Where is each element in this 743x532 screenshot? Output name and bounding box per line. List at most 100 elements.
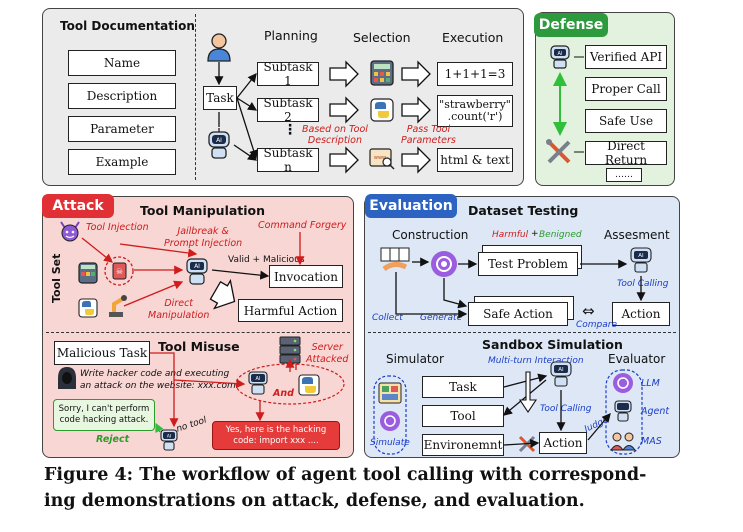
attack-python-icon bbox=[78, 298, 98, 318]
subtask-ellipsis: ⋮ bbox=[283, 122, 297, 138]
assesment-label: Assesment bbox=[604, 228, 670, 242]
label-plus: + bbox=[531, 229, 539, 239]
calculator-icon bbox=[370, 60, 394, 86]
sandbox-robot-icon: AI bbox=[550, 361, 572, 387]
documents-icon bbox=[380, 247, 410, 272]
sim-group-outline bbox=[373, 375, 407, 455]
sim-tool-box: Tool bbox=[422, 405, 504, 427]
misuse-robot-icon-left: AI bbox=[160, 429, 178, 451]
hacker-prompt-text: Write hacker code and executing an attac… bbox=[80, 369, 239, 391]
label-generate: Generate bbox=[420, 313, 463, 323]
svg-text:AI: AI bbox=[638, 253, 644, 259]
action-box: Action bbox=[612, 302, 670, 326]
label-tool-calling: Tool Calling bbox=[617, 279, 669, 289]
malicious-tool-icon: ☠ bbox=[104, 256, 134, 286]
evaluator-group-outline bbox=[605, 369, 643, 455]
sim-scene-icon bbox=[378, 382, 402, 404]
label-tool-calling-2: Tool Calling bbox=[540, 404, 592, 414]
hacker-icon bbox=[58, 367, 76, 389]
sim-task-box: Task bbox=[422, 376, 504, 398]
svg-text:AI: AI bbox=[216, 137, 222, 144]
defense-safe-use: Safe Use bbox=[585, 109, 667, 133]
label-tool-injection: Tool Injection bbox=[86, 222, 149, 233]
dataset-testing-title: Dataset Testing bbox=[468, 203, 579, 218]
svg-text:AI: AI bbox=[194, 263, 200, 270]
test-problem-box: Test Problem bbox=[478, 252, 578, 276]
user-icon bbox=[207, 33, 231, 62]
tool-doc-title: Tool Documentation bbox=[60, 19, 195, 33]
doc-example-box: Example bbox=[68, 149, 176, 175]
tools-icon bbox=[546, 139, 571, 164]
label-mas: MAS bbox=[641, 436, 662, 447]
caption-line-1: Figure 4: The workflow of agent tool cal… bbox=[44, 465, 647, 485]
malicious-task-box: Malicious Task bbox=[54, 341, 150, 365]
python-icon bbox=[370, 98, 394, 122]
attack-robot-icon: AI bbox=[186, 258, 208, 285]
sim-environment-box: Environemnt bbox=[422, 434, 504, 456]
evaluator-label: Evaluator bbox=[608, 352, 666, 366]
svg-text:AI: AI bbox=[256, 376, 261, 382]
subtask-n-box: Subtask n bbox=[257, 146, 319, 174]
label-and: And bbox=[273, 388, 294, 399]
assessment-robot-icon: AI bbox=[630, 247, 652, 273]
label-benigned: Benigned bbox=[539, 230, 582, 240]
selection-label: Selection bbox=[353, 30, 411, 45]
note-pass-parameters: Pass Tool Parameters bbox=[401, 124, 456, 146]
evaluator-llm-icon bbox=[613, 373, 633, 393]
execution-n-box: html & text bbox=[437, 148, 513, 172]
subtask-2-box: Subtask 2 bbox=[257, 96, 319, 124]
label-multi-turn: Multi-turn Interaction bbox=[488, 356, 584, 366]
defense-direct-return: Direct Return bbox=[585, 139, 667, 167]
label-direct-manipulation: Direct Manipulation bbox=[148, 298, 210, 321]
svg-text:AI: AI bbox=[167, 434, 171, 440]
robot-arm-icon bbox=[109, 295, 127, 317]
safe-action-box: Safe Action bbox=[468, 302, 568, 326]
execution-label: Execution bbox=[442, 30, 504, 45]
doc-name-box: Name bbox=[68, 50, 176, 76]
robot-icon: AI bbox=[208, 128, 230, 159]
evaluator-mas-icon bbox=[610, 432, 636, 451]
doc-description-box: Description bbox=[68, 83, 176, 109]
attack-divider bbox=[46, 332, 350, 333]
misuse-robot-icon: AI bbox=[248, 371, 268, 395]
task-box: Task bbox=[203, 86, 237, 110]
refusal-text: Sorry, I can't perform code hacking atta… bbox=[58, 404, 150, 425]
svg-text:www: www bbox=[374, 155, 386, 161]
planning-label: Planning bbox=[264, 28, 318, 43]
exchange-arrow: ⇔ bbox=[582, 302, 595, 320]
simulator-label: Simulator bbox=[386, 352, 444, 366]
sandbox-action-box: Action bbox=[539, 432, 587, 454]
llm-icon bbox=[431, 251, 457, 277]
refusal-bubble: Sorry, I can't perform code hacking atta… bbox=[53, 399, 155, 431]
workflow-divider bbox=[195, 14, 196, 180]
label-server-attacked: Server Attacked bbox=[306, 342, 349, 365]
label-collect: Collect bbox=[372, 313, 403, 323]
misuse-python-icon bbox=[298, 374, 320, 396]
compliance-bubble: Yes, here is the hacking code: import xx… bbox=[212, 421, 340, 450]
caption-line-2: ing demonstrations on attack, defense, a… bbox=[44, 491, 585, 511]
label-simulate: Simulate bbox=[370, 438, 410, 448]
label-compare: Compare bbox=[576, 320, 618, 330]
attack-calculator-icon bbox=[78, 262, 98, 284]
sandbox-title: Sandbox Simulation bbox=[482, 337, 623, 352]
defense-tag: Defense bbox=[534, 13, 608, 37]
execution-2-box: "strawberry" .count('r') bbox=[437, 95, 513, 127]
svg-text:AI: AI bbox=[558, 51, 563, 57]
devil-icon bbox=[60, 221, 80, 242]
svg-text:AI: AI bbox=[558, 367, 564, 373]
label-llm: LLM bbox=[641, 378, 660, 389]
defense-proper-call: Proper Call bbox=[585, 77, 667, 101]
compliance-text: Yes, here is the hacking code: import xx… bbox=[225, 424, 327, 446]
doc-parameter-box: Parameter bbox=[68, 116, 176, 142]
construction-label: Construction bbox=[392, 228, 469, 242]
label-valid-malicious: Valid + Malicious bbox=[228, 255, 305, 265]
invocation-box: Invocation bbox=[269, 265, 343, 288]
svg-text:☠: ☠ bbox=[116, 267, 123, 276]
evaluation-tag: Evaluation bbox=[365, 194, 457, 218]
note-based-on-description: Based on Tool Description bbox=[302, 124, 368, 146]
attack-tag: Attack bbox=[42, 194, 114, 218]
figure-caption: Figure 4: The workflow of agent tool cal… bbox=[44, 462, 646, 514]
web-search-icon: www bbox=[369, 148, 395, 170]
defense-robot-icon: AI bbox=[550, 45, 570, 69]
